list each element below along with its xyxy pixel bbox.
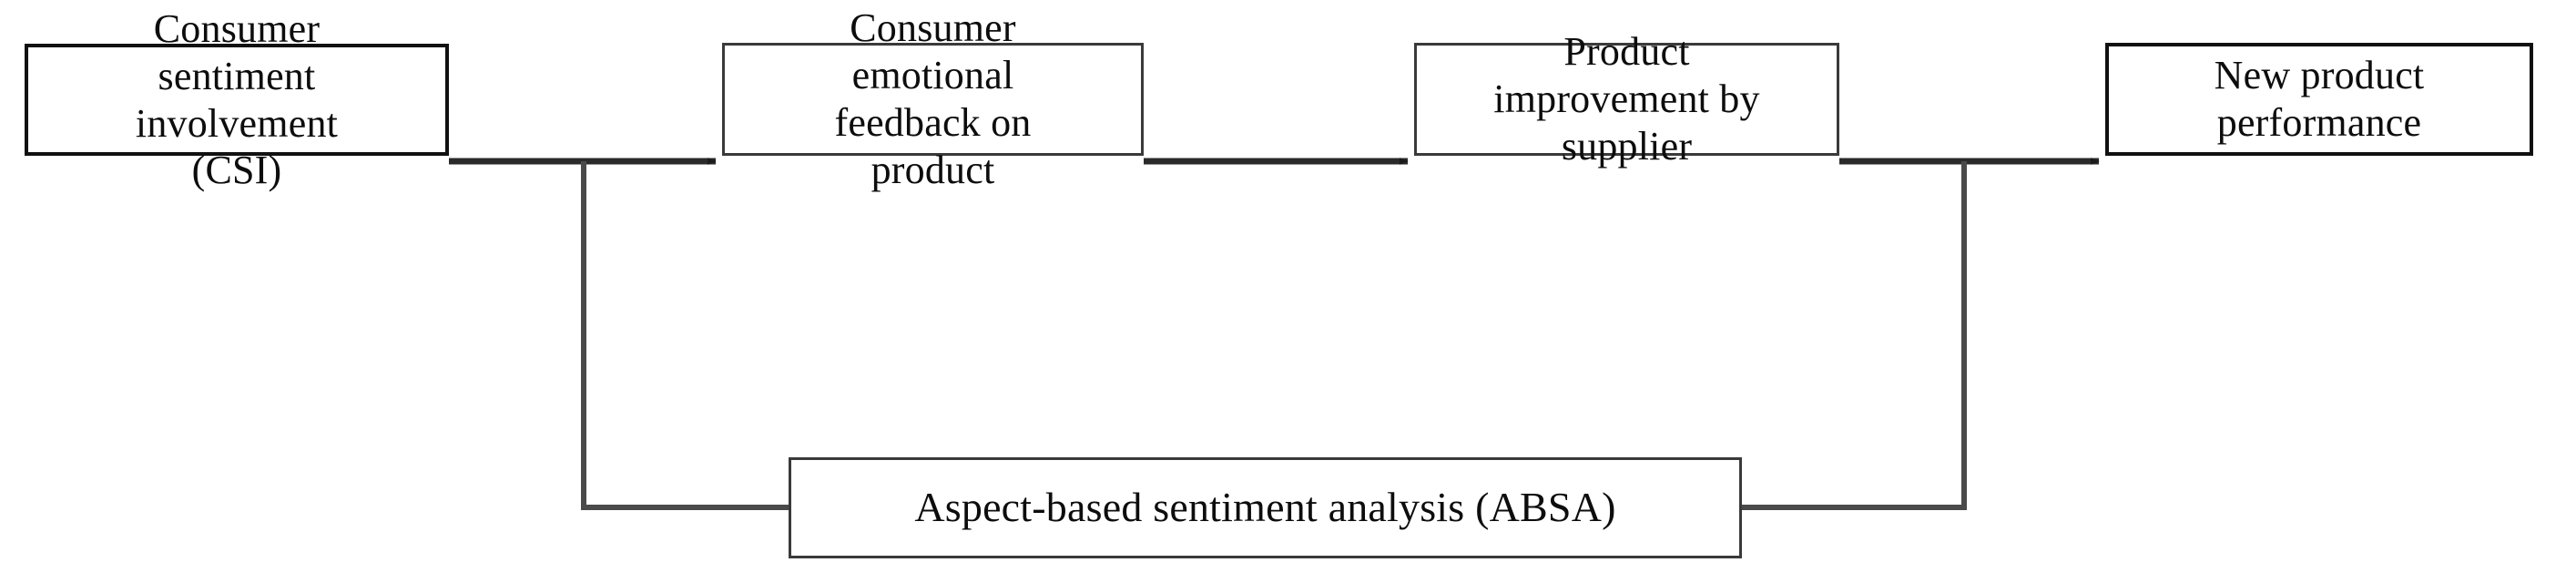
node-new-product-performance[interactable]: New product performance bbox=[2105, 43, 2533, 156]
node-label: New product performance bbox=[2214, 53, 2425, 145]
node-label: Aspect-based sentiment analysis (ABSA) bbox=[914, 484, 1616, 531]
node-consumer-emotional-feedback[interactable]: Consumer emotional feedback on product bbox=[722, 5, 1144, 192]
edge-csi-to-absa bbox=[581, 161, 789, 510]
node-consumer-sentiment-involvement[interactable]: Consumer sentiment involvement (CSI) bbox=[25, 6, 449, 192]
edge-absa-to-performance-path bbox=[1742, 161, 1967, 510]
node-product-improvement-by-supplier[interactable]: Product improvement by supplier bbox=[1414, 29, 1839, 169]
node-aspect-based-sentiment-analysis[interactable]: Aspect-based sentiment analysis (ABSA) bbox=[789, 457, 1742, 558]
node-label: Consumer sentiment involvement (CSI) bbox=[135, 5, 339, 193]
node-label: Product improvement by supplier bbox=[1493, 29, 1760, 169]
node-label: Consumer emotional feedback on product bbox=[834, 5, 1032, 192]
